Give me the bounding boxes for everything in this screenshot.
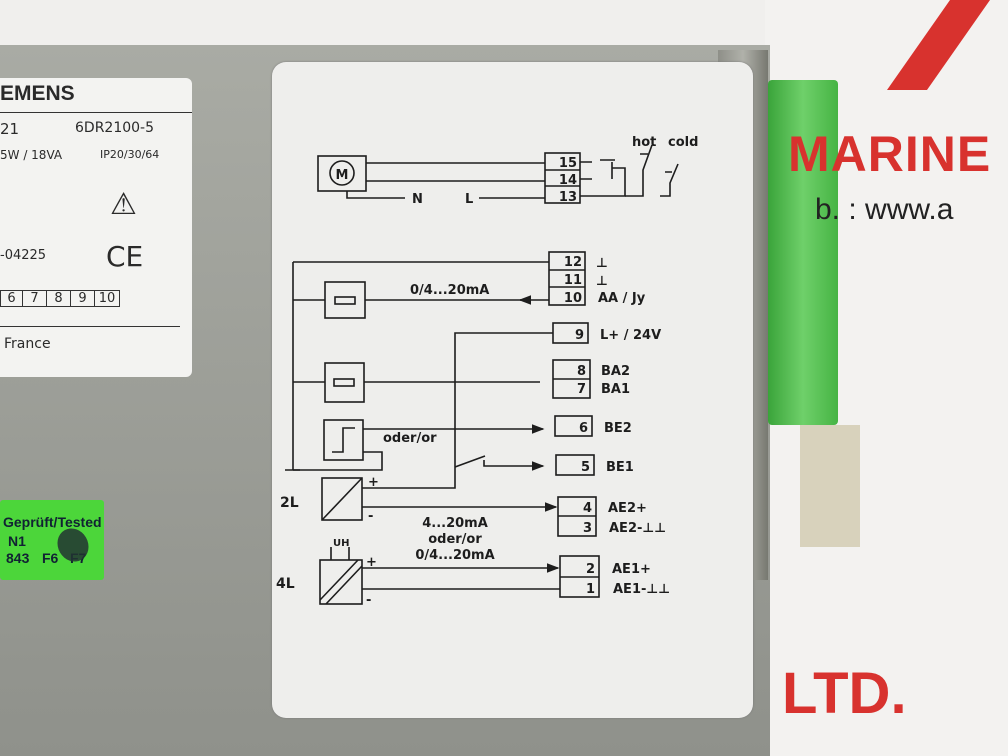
model: 21 xyxy=(0,120,20,138)
terminal-10: 10 xyxy=(564,291,582,306)
terminal-13: 13 xyxy=(559,190,577,205)
terminal-7-label: BA1 xyxy=(601,382,630,397)
terminal-1: 1 xyxy=(586,582,595,597)
minus-sign: - xyxy=(366,593,371,608)
sticker-code: F6 xyxy=(42,550,59,566)
terminal-14: 14 xyxy=(559,173,577,188)
terminal-4-label: AE2+ xyxy=(608,501,647,516)
resistor-box xyxy=(324,281,366,319)
sticker-title: Geprüft/Tested xyxy=(3,514,102,530)
watermark-ltd: LTD. xyxy=(782,661,907,726)
resistor-box xyxy=(324,362,365,403)
oder-or-label: oder/or xyxy=(383,431,437,446)
watermark-text: MARINE xyxy=(788,126,992,182)
terminal-1-label: AE1-⊥⊥ xyxy=(613,582,670,597)
terminal-7: 7 xyxy=(577,382,586,397)
terminal-6-label: BE2 xyxy=(604,421,632,436)
origin: France xyxy=(4,336,51,352)
terminal-15: 15 xyxy=(559,156,577,171)
hot-label: hot xyxy=(632,135,656,150)
ground-symbol: ⊥ xyxy=(596,256,608,271)
terminal-2-label: AE1+ xyxy=(612,562,651,577)
terminal-9: 9 xyxy=(575,328,584,343)
l-label: L xyxy=(465,192,473,207)
terminal-9-label: L+ / 24V xyxy=(600,328,661,343)
test-sticker: Geprüft/Tested N1 843 F6 F7 xyxy=(0,500,104,580)
terminal-8-label: BA2 xyxy=(601,364,630,379)
terminal-3: 3 xyxy=(583,521,592,536)
4l-label: 4L xyxy=(276,576,295,592)
converter-4l xyxy=(319,559,363,605)
cold-label: cold xyxy=(668,135,698,150)
sticker-code: 843 xyxy=(6,550,30,566)
terminal-6: 6 xyxy=(579,421,588,436)
power-rating: 5W / 18VA xyxy=(0,148,63,162)
terminal-5: 5 xyxy=(581,460,590,475)
terminal-3-label: AE2-⊥⊥ xyxy=(609,521,666,536)
brand-logo: EMENS xyxy=(0,82,75,105)
terminal-12: 12 xyxy=(564,255,582,270)
2l-label: 2L xyxy=(280,495,299,511)
serial-number: -04225 xyxy=(0,248,47,263)
n-label: N xyxy=(412,192,423,207)
minus-sign: - xyxy=(368,509,373,524)
terminal-8: 8 xyxy=(577,364,586,379)
watermark-url: b. : www.a xyxy=(815,193,954,226)
terminal-5-label: BE1 xyxy=(606,460,634,475)
input-oder-or-label: oder/or xyxy=(428,532,482,547)
output-current-label: 0/4...20mA xyxy=(410,283,489,298)
motor-label: M xyxy=(336,168,349,183)
sticker-line1: N1 xyxy=(8,533,26,549)
converter-2l xyxy=(321,477,363,521)
terminal-11: 11 xyxy=(564,273,582,288)
number-box: 10 xyxy=(98,291,116,306)
number-box: 9 xyxy=(71,291,95,306)
wiring-diagram-card xyxy=(272,62,753,718)
input-current-label: 4...20mA xyxy=(422,516,488,531)
terminal-4: 4 xyxy=(583,501,592,516)
order-number: 6DR2100-5 xyxy=(75,120,155,136)
terminal-2: 2 xyxy=(586,562,595,577)
aa-label: AA / Jy xyxy=(598,291,646,306)
motor-icon xyxy=(329,160,355,186)
number-box: 7 xyxy=(23,291,47,306)
device-top xyxy=(0,0,765,50)
input-current-alt-label: 0/4...20mA xyxy=(415,548,494,563)
number-box: 8 xyxy=(47,291,71,306)
number-box: 6 xyxy=(1,291,23,306)
motor-box xyxy=(317,155,367,192)
ground-symbol: ⊥ xyxy=(596,274,608,289)
uh-label: UH xyxy=(333,538,350,549)
ce-mark: CE xyxy=(106,240,144,273)
plus-sign: + xyxy=(366,555,377,570)
rating-label: EMENS 21 6DR2100-5 5W / 18VA IP20/30/64 … xyxy=(0,78,192,377)
protection-rating: IP20/30/64 xyxy=(100,148,160,161)
threshold-box xyxy=(323,419,364,461)
warning-triangle-icon: ⚠ xyxy=(110,187,137,222)
number-boxes: 6 7 8 9 10 xyxy=(0,290,120,307)
terminal-block-green xyxy=(768,80,838,425)
terminal-block-beige xyxy=(800,425,860,547)
plus-sign: + xyxy=(368,475,379,490)
